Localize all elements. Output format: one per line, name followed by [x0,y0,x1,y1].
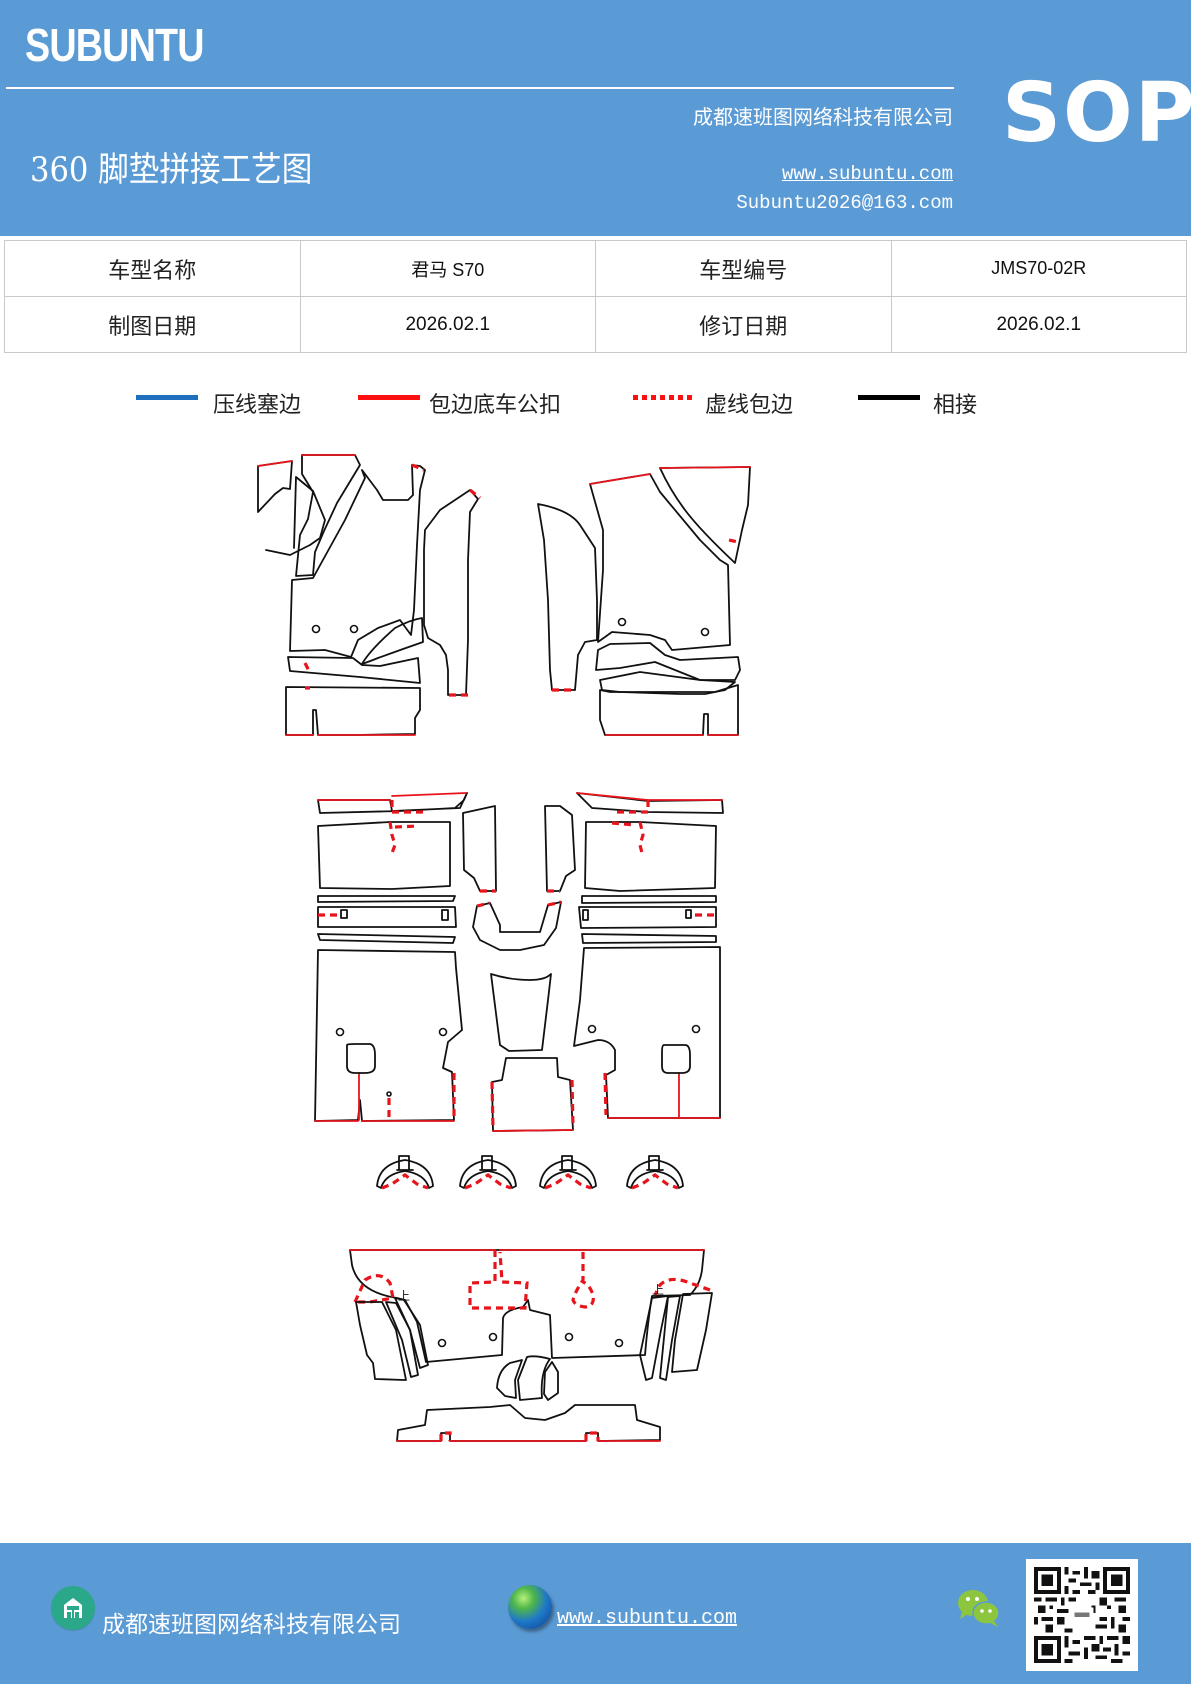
vehicle-code-value: JMS70-02R [890,240,1187,297]
vehicle-name-value: 君马 S70 [299,240,596,297]
drawing-date-label: 制图日期 [4,296,301,353]
trunk-mat-group: 上 上 [349,1249,713,1442]
legend-label: 压线塞边 [213,393,302,418]
table-row: 车型名称 君马 S70 车型编号 JMS70-02R [4,240,1187,297]
red-dotted-swatch [633,395,695,400]
header-divider [6,87,954,89]
second-row-floor-mat-group [314,946,721,1132]
revision-date-label: 修订日期 [595,296,892,353]
sop-badge: SOP [1002,66,1191,161]
red-solid-swatch [358,395,420,400]
front-right-mat-group [537,466,751,736]
blue-solid-swatch [136,395,198,400]
legend-label: 相接 [933,393,978,418]
wechat-icon[interactable] [956,1588,1002,1628]
vehicle-info-table: 车型名称 君马 S70 车型编号 JMS70-02R 制图日期 2026.02.… [4,240,1187,353]
front-left-mat-group [257,454,481,736]
email-address[interactable]: Subuntu2026@163.com [736,192,953,214]
revision-date-value: 2026.02.1 [890,296,1187,353]
header-banner: SUBUNTU 360 脚垫拼接工艺图 成都速班图网络科技有限公司 www.su… [0,0,1191,236]
vehicle-name-label: 车型名称 [4,240,301,297]
globe-icon [508,1585,552,1629]
company-name: 成都速班图网络科技有限公司 [693,105,953,129]
vehicle-code-label: 车型编号 [595,240,892,297]
building-icon [51,1586,95,1630]
mat-pattern-drawing: 上 上 [0,440,1191,1460]
black-solid-swatch [858,395,920,400]
footer-website-link[interactable]: www.subuntu.com [557,1607,738,1630]
table-row: 制图日期 2026.02.1 修订日期 2026.02.1 [4,296,1187,353]
page-title: 360 脚垫拼接工艺图 [30,150,313,190]
website-link[interactable]: www.subuntu.com [781,163,953,185]
svg-text:上: 上 [398,1289,410,1303]
footer-company-name: 成都速班图网络科技有限公司 [102,1612,401,1638]
line-legend: 压线塞边 包边底车公扣 虚线包边 相接 [0,385,1191,425]
qr-code [1026,1559,1138,1671]
footer-banner: 成都速班图网络科技有限公司 www.subuntu.com [0,1543,1191,1684]
svg-text:上: 上 [652,1283,664,1297]
drawing-date-value: 2026.02.1 [299,296,596,353]
legend-label: 包边底车公扣 [429,393,562,418]
middle-row-mat-group [317,792,724,951]
seat-rail-pieces-group [376,1155,684,1190]
brand-logo: SUBUNTU [25,19,204,71]
legend-label: 虚线包边 [705,393,794,418]
